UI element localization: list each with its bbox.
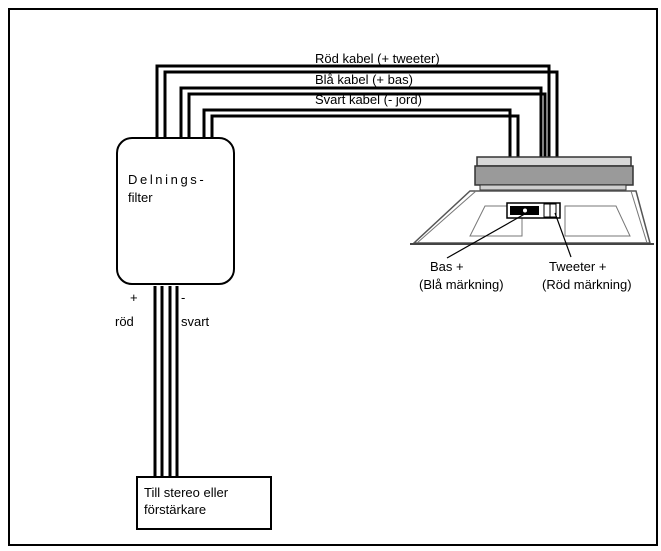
bass-label: Bas + bbox=[430, 259, 464, 274]
input-cables bbox=[153, 286, 179, 477]
tweeter-pointer bbox=[554, 212, 572, 258]
crossover-box bbox=[116, 137, 235, 285]
crossover-label-line2: filter bbox=[128, 190, 153, 205]
bass-marking: (Blå märkning) bbox=[419, 277, 504, 292]
crossover-label-line1: Delnings- bbox=[128, 172, 206, 187]
amplifier-label-line1: Till stereo eller bbox=[144, 485, 229, 500]
tweeter-marking: (Röd märkning) bbox=[542, 277, 632, 292]
minus-label: svart bbox=[181, 314, 210, 329]
blue-cable-label: Blå kabel (+ bas) bbox=[315, 72, 413, 87]
diagram-frame bbox=[8, 8, 658, 546]
black-cable-label: Svart kabel (- jord) bbox=[315, 92, 422, 107]
bass-pointer bbox=[446, 210, 531, 259]
minus-sign: - bbox=[181, 290, 185, 305]
blue-cable bbox=[179, 86, 547, 204]
black-cable bbox=[202, 108, 520, 204]
plus-sign: + bbox=[130, 290, 138, 305]
red-cable bbox=[155, 64, 559, 204]
amplifier-label-line2: förstärkare bbox=[144, 502, 206, 517]
plus-label: röd bbox=[115, 314, 134, 329]
speaker-drawing bbox=[410, 156, 654, 245]
amplifier-box bbox=[136, 476, 272, 530]
red-cable-label: Röd kabel (+ tweeter) bbox=[315, 51, 440, 66]
tweeter-label: Tweeter + bbox=[549, 259, 606, 274]
